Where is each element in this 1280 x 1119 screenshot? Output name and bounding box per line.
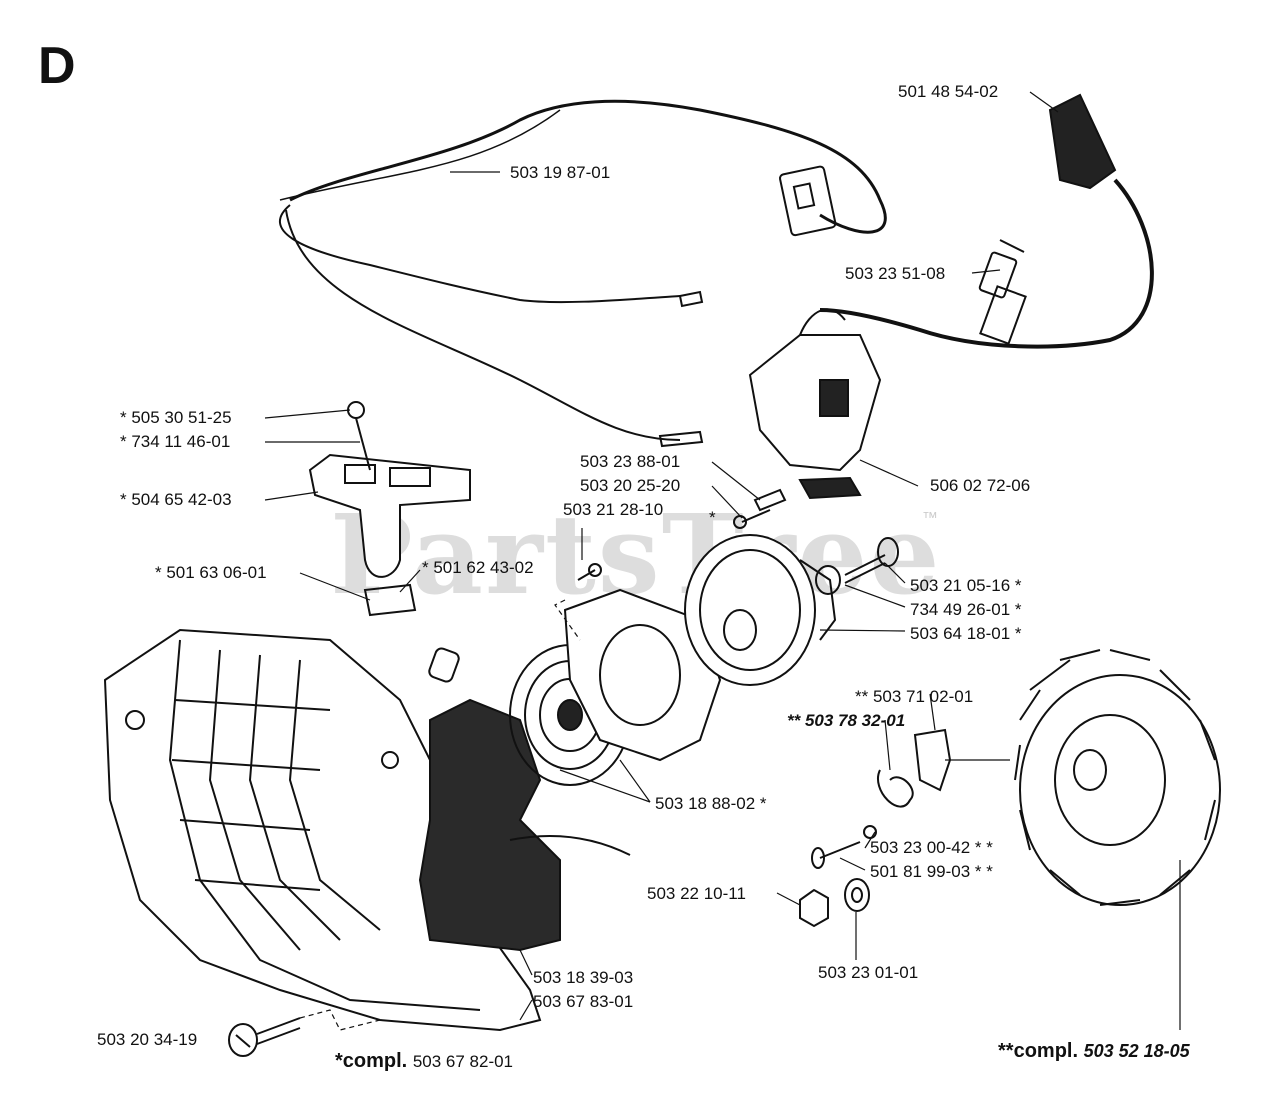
- part-label: 503 23 01-01: [818, 963, 919, 982]
- compl-left-prefix: *compl.: [335, 1050, 408, 1072]
- part-label: *: [709, 508, 716, 527]
- trademark-symbol: ™: [922, 510, 938, 527]
- compl-left-number: 503 67 82-01: [412, 1052, 514, 1071]
- part-label: 503 23 51-08: [845, 264, 946, 283]
- washer: [815, 565, 841, 595]
- stop-switch: [778, 165, 837, 237]
- flywheel-nut: [799, 888, 829, 928]
- ignition-module: [748, 308, 882, 500]
- spark-plug-boot: [1048, 93, 1117, 190]
- spark-plug: [978, 239, 1027, 345]
- part-label: 503 18 39-03: [533, 968, 634, 987]
- compl-right-number: 503 52 18-05: [1083, 1041, 1190, 1061]
- part-label: * 505 30 51-25: [120, 408, 232, 427]
- spring-cover: [563, 588, 722, 762]
- part-label: 503 18 88-02 *: [655, 794, 767, 813]
- section-letter: D: [38, 37, 76, 95]
- wiring-harness: [289, 99, 887, 234]
- pawl: [913, 728, 952, 792]
- center-bolt: [844, 537, 899, 584]
- compl-left: *compl. 503 67 82-01: [335, 1050, 513, 1073]
- pawl-bolt: [811, 841, 861, 869]
- compl-right: **compl. 503 52 18-05: [998, 1040, 1190, 1063]
- part-label: 503 23 00-42 * *: [870, 838, 993, 857]
- part-label: * 501 63 06-01: [155, 563, 267, 582]
- part-label: 506 02 72-06: [930, 476, 1031, 495]
- housing-screw: [228, 1017, 301, 1057]
- flywheel: [1014, 649, 1221, 906]
- part-label: 503 21 05-16 *: [910, 576, 1022, 595]
- part-label: * 734 11 46-01: [120, 432, 231, 451]
- flywheel-washer: [844, 878, 870, 912]
- part-label: 734 49 26-01 *: [910, 600, 1022, 619]
- part-label: ** 503 78 32-01: [787, 711, 906, 730]
- part-label: 503 23 88-01: [580, 452, 681, 471]
- part-label: * 504 65 42-03: [120, 490, 232, 509]
- screw-503-21-28-10: [577, 563, 602, 581]
- part-label: 503 20 34-19: [97, 1030, 198, 1049]
- part-label: 503 64 18-01 *: [910, 624, 1022, 643]
- part-label: ** 503 71 02-01: [855, 687, 974, 706]
- rope-pulley: [684, 534, 837, 686]
- part-label: 501 81 99-03 * *: [870, 862, 993, 881]
- rope-guide-bushing: [428, 647, 460, 683]
- part-label: 503 20 25-20: [580, 476, 681, 495]
- part-label: 501 48 54-02: [898, 82, 999, 101]
- part-label: 503 21 28-10: [563, 500, 664, 519]
- compl-right-prefix: **compl.: [998, 1040, 1079, 1062]
- ground-clip: [753, 488, 787, 512]
- part-label: * 501 62 43-02: [422, 558, 534, 577]
- part-label: 503 22 10-11: [647, 884, 746, 903]
- part-label: 503 67 83-01: [533, 992, 634, 1011]
- starter-cover-inner: [418, 698, 561, 952]
- pawl-spring: [877, 769, 914, 808]
- part-label: 503 19 87-01: [510, 163, 611, 182]
- screw-503-20-25-20: [733, 509, 771, 529]
- watermark: PartsTree: [330, 490, 942, 619]
- start-handle: [308, 401, 471, 617]
